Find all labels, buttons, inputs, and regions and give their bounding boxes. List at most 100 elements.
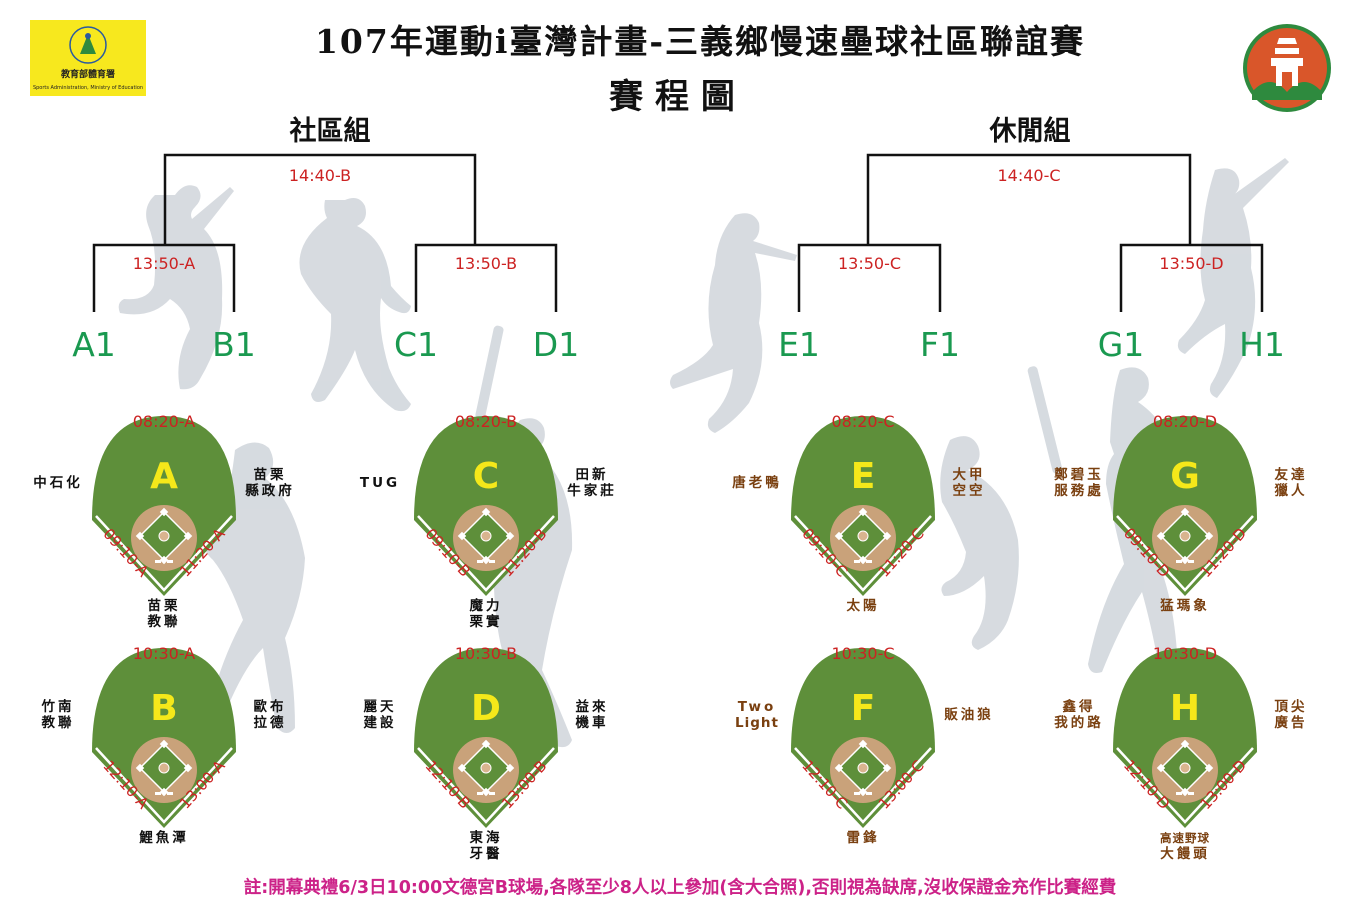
logo-org-name: 教育部體育署 — [60, 68, 115, 80]
team-right: 大甲 — [953, 466, 986, 483]
base-icon — [1180, 555, 1190, 565]
team-bottom: 栗實 — [470, 613, 503, 630]
semi-time: 13:50-B — [455, 254, 517, 273]
final-bracket-line — [866, 153, 1192, 245]
base-icon — [834, 763, 844, 773]
team-code: B1 — [212, 325, 256, 364]
base-icon — [481, 555, 491, 565]
field-letter: G — [1170, 456, 1200, 497]
right-logo — [1243, 24, 1331, 112]
base-icon — [834, 531, 844, 541]
team-left: 麗天 — [364, 699, 397, 715]
base-icon — [1180, 507, 1190, 517]
dugout-icon — [477, 792, 483, 795]
team-left: 竹南 — [41, 698, 75, 715]
team-left: 教聯 — [42, 714, 75, 731]
township-logo-leaves-icon — [1252, 82, 1322, 100]
base-icon — [858, 787, 868, 797]
base-icon — [457, 531, 467, 541]
team-left: 鑫得 — [1062, 698, 1096, 715]
foul-lines — [794, 515, 932, 592]
team-bottom: 魔力 — [470, 597, 503, 614]
team-right: 益來 — [576, 698, 609, 715]
team-left: 中石化 — [33, 474, 83, 491]
field-letter: E — [851, 456, 876, 497]
dugout-icon — [1176, 792, 1182, 795]
team-bottom: 雷鋒 — [847, 829, 880, 846]
dugout-icon — [477, 560, 483, 563]
field-letter: B — [150, 688, 177, 729]
team-left: 服務處 — [1054, 482, 1104, 499]
player-silhouette — [940, 436, 1019, 650]
semi-bracket-line — [92, 243, 236, 312]
dugout-icon — [155, 792, 161, 795]
foul-lines — [1116, 515, 1254, 592]
team-right: 頂尖 — [1275, 698, 1308, 715]
base-icon — [858, 507, 868, 517]
dugout-icon — [854, 792, 860, 795]
team-code: D1 — [533, 325, 579, 364]
time-top: 10:30-C — [831, 644, 894, 663]
team-right: 空空 — [953, 482, 986, 499]
left-logo: 教育部體育署 Sports Administration, Ministry o… — [30, 20, 146, 96]
team-code: C1 — [394, 325, 438, 364]
team-left: 我的路 — [1054, 714, 1104, 731]
player-silhouette — [1177, 158, 1289, 398]
base-icon — [457, 763, 467, 773]
base-icon — [1180, 739, 1190, 749]
pitcher-mound — [480, 530, 492, 542]
time-top: 08:20-A — [133, 412, 196, 431]
base-icon — [481, 739, 491, 749]
team-bottom: 鯉魚潭 — [139, 829, 189, 846]
foul-lines — [95, 747, 233, 824]
team-code: E1 — [778, 325, 820, 364]
logo-org-name-en: Sports Administration, Ministry of Educa… — [33, 85, 143, 91]
township-logo-tower-icon — [1271, 38, 1303, 86]
team-right: 苗栗 — [254, 466, 287, 483]
team-left: 唐老鴨 — [732, 474, 782, 491]
field-letter: C — [473, 456, 499, 497]
player-silhouette — [118, 185, 234, 390]
team-left: 建設 — [363, 714, 397, 731]
time-top: 08:20-C — [831, 412, 894, 431]
dugout-icon — [489, 560, 495, 563]
field-letter: D — [471, 688, 501, 729]
player-silhouette — [299, 198, 411, 412]
team-left: 鄭碧玉 — [1054, 466, 1104, 483]
player-silhouettes — [118, 158, 1289, 758]
time-top: 08:20-D — [1153, 412, 1217, 431]
bat-silhouette — [475, 325, 504, 420]
field-letter: A — [150, 456, 178, 497]
foul-lines — [1116, 747, 1254, 824]
base-icon — [1204, 531, 1214, 541]
dugout-icon — [866, 792, 872, 795]
final-time: 14:40-B — [289, 166, 351, 185]
dugout-icon — [866, 560, 872, 563]
page-title: 107年運動i臺灣計畫-三義鄉慢速壘球社區聯誼賽 — [315, 22, 1085, 61]
dugout-icon — [1176, 560, 1182, 563]
base-icon — [1180, 787, 1190, 797]
field-letter: F — [851, 688, 876, 729]
team-right: 牛家莊 — [567, 482, 617, 499]
pitcher-mound — [1179, 762, 1191, 774]
moe-seal-head-icon — [85, 33, 91, 39]
base-icon — [1156, 763, 1166, 773]
group-name: 休閒組 — [989, 115, 1071, 147]
time-top: 10:30-A — [133, 644, 196, 663]
team-code: H1 — [1239, 325, 1285, 364]
dugout-icon — [155, 560, 161, 563]
team-right: 廣告 — [1275, 714, 1308, 731]
foul-lines — [95, 515, 233, 592]
base-icon — [481, 787, 491, 797]
base-icon — [1204, 763, 1214, 773]
team-bottom: 苗栗 — [148, 597, 181, 614]
semi-bracket-line — [1119, 243, 1264, 312]
pitcher-mound — [1179, 530, 1191, 542]
team-left: Light — [735, 715, 779, 731]
